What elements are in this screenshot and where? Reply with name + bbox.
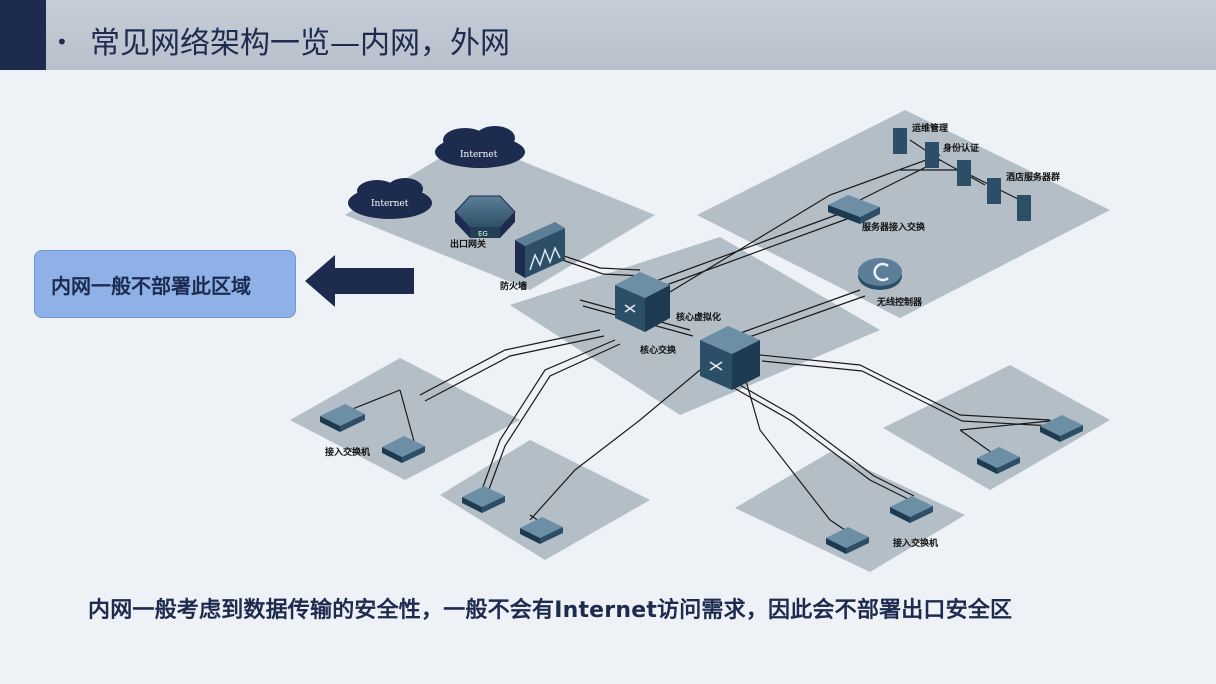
server-plane — [697, 110, 1110, 318]
callout-box: 内网一般不部署此区域 — [34, 250, 296, 318]
access-switch-icon — [462, 486, 505, 513]
ops-management-label: 运维管理 — [912, 122, 948, 134]
access-plane-4 — [883, 365, 1110, 490]
header-bar: • 常见网络架构一览—内网，外网 — [0, 0, 1216, 70]
access-switches — [320, 404, 1083, 554]
server-icon-5 — [1017, 195, 1031, 221]
internet-cloud-left-label: Internet — [371, 199, 409, 209]
server-icon-3 — [957, 160, 971, 186]
header-accent — [0, 0, 46, 70]
access-switch-icon — [1040, 415, 1083, 442]
title-bullet: • — [56, 30, 68, 54]
access-plane-3 — [735, 452, 965, 572]
auth-label: 身份认证 — [943, 142, 979, 154]
egress-gateway-label: 出口网关 — [450, 238, 486, 250]
access-switch-icon — [826, 527, 869, 554]
server-icons — [893, 128, 1031, 221]
firewall-label: 防火墙 — [500, 280, 527, 292]
access-switch-icon — [520, 517, 563, 544]
core-switch-1-icon — [615, 272, 670, 332]
cabling — [349, 139, 1061, 531]
hotel-servers-label: 酒店服务器群 — [1006, 171, 1060, 183]
eg-badge: EG — [478, 230, 488, 238]
wireless-controller-icon — [858, 258, 902, 290]
server-access-switch-label: 服务器接入交换 — [862, 221, 926, 233]
egress-gateway-icon: EG — [454, 195, 516, 238]
access-plane-2 — [440, 440, 650, 560]
bottom-caption: 内网一般考虑到数据传输的安全性，一般不会有Internet访问需求，因此会不部署… — [88, 598, 1013, 623]
wireless-controller-label: 无线控制器 — [876, 296, 923, 308]
access-switch-label-left: 接入交换机 — [325, 446, 370, 458]
core-plane — [510, 237, 880, 415]
slide-title: 常见网络架构一览—内网，外网 — [90, 26, 510, 61]
server-icon-4 — [987, 178, 1001, 204]
core-switch-2-icon — [700, 326, 760, 390]
internet-cloud-top: Internet — [435, 126, 525, 168]
access-switch-icon — [382, 436, 425, 463]
server-icon-2 — [925, 142, 939, 168]
internet-cloud-top-label: Internet — [460, 150, 498, 160]
server-access-switch-icon — [828, 195, 880, 224]
access-switch-icon — [890, 496, 933, 523]
access-switch-icon — [977, 447, 1020, 474]
core-virtualization-label: 核心虚拟化 — [676, 311, 721, 323]
core-switch-label: 核心交换 — [640, 344, 677, 356]
access-switch-icon — [320, 404, 365, 432]
firewall-icon — [515, 222, 565, 278]
left-arrow-icon — [305, 255, 414, 307]
internet-cloud-left: Internet — [348, 178, 432, 219]
access-switch-label-right: 接入交换机 — [893, 537, 938, 549]
server-icon-1 — [893, 128, 907, 154]
access-plane-1 — [290, 358, 520, 480]
